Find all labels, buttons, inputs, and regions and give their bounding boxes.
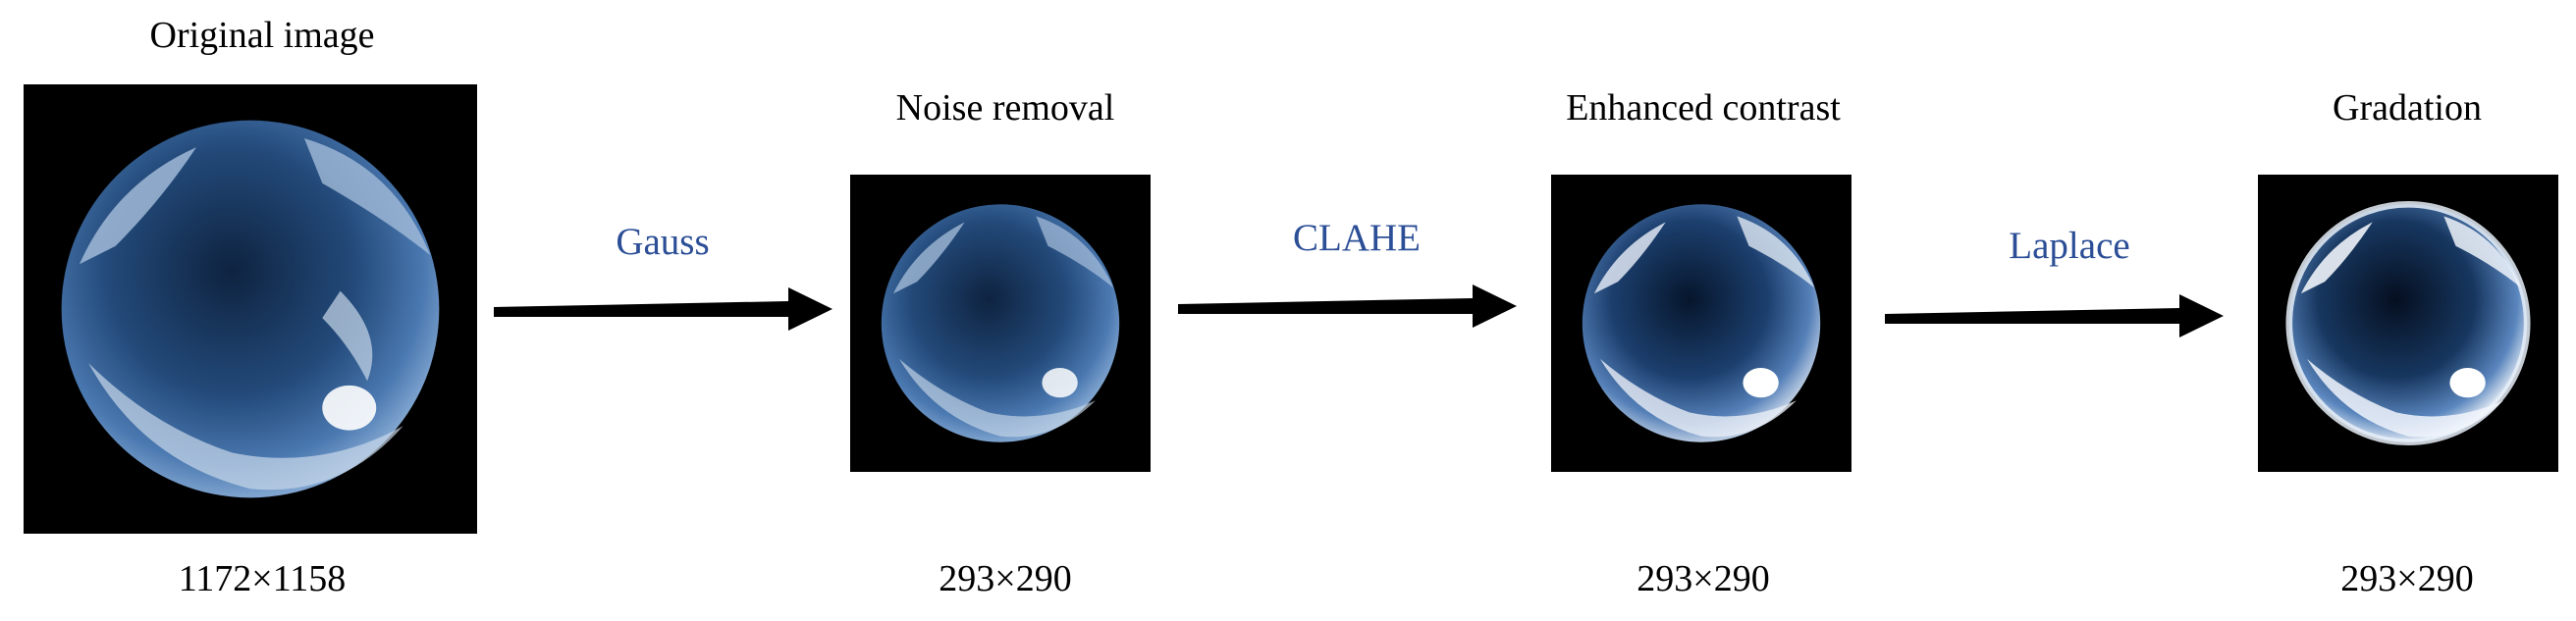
sky-image-gradation	[2285, 200, 2531, 446]
sky-image-enhanced-contrast	[1582, 204, 1821, 442]
stage-size-enhanced-contrast: 293×290	[1637, 558, 1770, 599]
noise-removal-image-panel	[850, 175, 1151, 472]
sky-image-original	[61, 120, 440, 498]
stage-size-noise-removal: 293×290	[939, 558, 1072, 599]
original-image-panel	[24, 84, 477, 534]
sky-image-noise-removal	[881, 204, 1120, 442]
arrow-right-3	[1885, 294, 2224, 337]
stage-title-noise-removal: Noise removal	[895, 87, 1115, 129]
gradation-image-panel	[2258, 175, 2558, 472]
arrow-right-1	[494, 287, 832, 331]
operation-label-laplace: Laplace	[2009, 225, 2130, 267]
enhanced-contrast-image-panel	[1551, 175, 1852, 472]
stage-title-original: Original image	[149, 15, 375, 56]
operation-label-gauss: Gauss	[616, 221, 710, 263]
stage-title-gradation: Gradation	[2333, 87, 2482, 129]
stage-size-original: 1172×1158	[178, 558, 347, 599]
operation-label-clahe: CLAHE	[1293, 217, 1421, 259]
arrow-right-2	[1178, 285, 1517, 328]
stage-title-enhanced-contrast: Enhanced contrast	[1566, 87, 1841, 129]
stage-size-gradation: 293×290	[2340, 558, 2474, 599]
